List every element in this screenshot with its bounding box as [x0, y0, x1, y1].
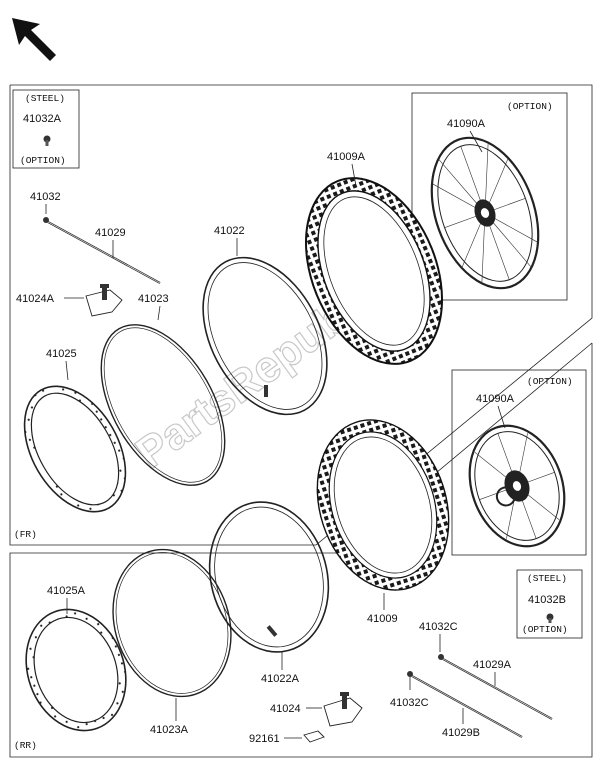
bolt-icon [546, 613, 554, 623]
steel-option-box-top: (STEEL) 41032A (OPTION) [12, 89, 80, 169]
wheel-option-box-top: (OPTION) 41090A [411, 92, 568, 301]
arrow-up-left-icon [12, 18, 56, 61]
rear-tire [316, 419, 450, 591]
part-label-41032A: 41032A [23, 113, 62, 125]
rim-band-rear [112, 548, 232, 698]
part-label-41029B: 41029B [442, 727, 480, 739]
front-wheel-assembly [430, 136, 540, 290]
front-tire [304, 177, 444, 365]
option-label: (OPTION) [507, 101, 553, 112]
part-label-41024A: 41024A [16, 293, 55, 305]
part-label-41029A: 41029A [473, 659, 512, 671]
part-label-41023A: 41023A [150, 724, 189, 736]
part-label-41032B: 41032B [528, 594, 566, 606]
spoke-41029 [43, 217, 161, 284]
spoke-41029B [407, 671, 523, 738]
valve-icon [266, 625, 278, 637]
part-label-41029: 41029 [95, 227, 126, 239]
rim-front [23, 385, 127, 513]
part-label-41022A: 41022A [261, 673, 300, 685]
rear-tube [208, 501, 330, 653]
part-label-41090A: 41090A [476, 393, 515, 405]
rear-section-label: (RR) [14, 740, 37, 751]
wheel-option-box-mid: (OPTION) 41090A [451, 369, 587, 556]
part-label-41090A: 41090A [447, 118, 486, 130]
part-label-41025: 41025 [46, 348, 77, 360]
option-label: (OPTION) [527, 376, 573, 387]
part-label-41032C: 41032C [419, 621, 458, 633]
rim-band-front [100, 324, 226, 486]
steel-label: (STEEL) [527, 573, 567, 584]
rear-wheel-assembly [468, 424, 566, 548]
part-label-41009: 41009 [367, 613, 398, 625]
option-label: (OPTION) [522, 624, 568, 635]
spoke-41029A [438, 654, 553, 720]
part-label-92161: 92161 [249, 733, 280, 745]
valve-icon [264, 385, 268, 397]
part-label-41032C: 41032C [390, 697, 429, 709]
valve-nut-icon [303, 730, 325, 743]
part-label-41009A: 41009A [327, 151, 366, 163]
frame-front [9, 84, 593, 546]
steel-option-box-bottom: (STEEL) 41032B (OPTION) [516, 569, 583, 639]
front-tube [202, 256, 328, 416]
option-label: (OPTION) [20, 155, 66, 166]
part-label-41024: 41024 [270, 703, 301, 715]
bolt-icon [43, 135, 51, 146]
rim-rear [25, 608, 127, 732]
front-section-label: (FR) [14, 529, 37, 540]
part-label-41032: 41032 [30, 191, 61, 203]
part-label-41022: 41022 [214, 225, 245, 237]
rim-lock-icon [85, 284, 123, 317]
part-label-41023: 41023 [138, 293, 169, 305]
part-label-41025A: 41025A [47, 585, 86, 597]
steel-label: (STEEL) [25, 93, 65, 104]
rim-lock-icon [323, 692, 363, 727]
